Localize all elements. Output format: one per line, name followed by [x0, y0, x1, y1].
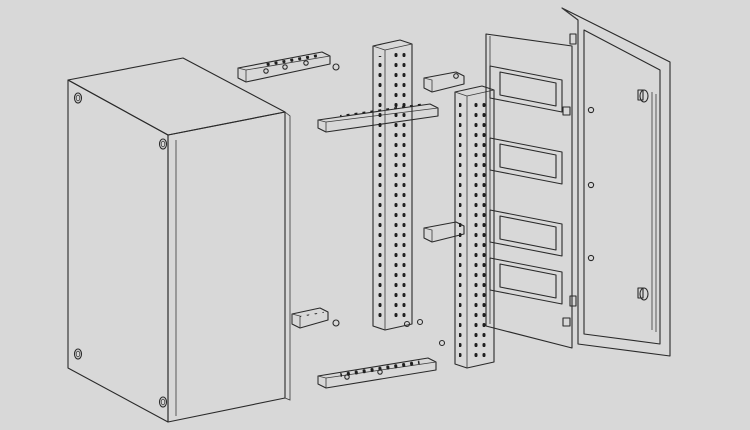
mounting-bracket-top: [237, 51, 331, 83]
fastener-screw: [587, 106, 595, 262]
hinge-icon: [569, 33, 577, 307]
fastener-screw: [332, 318, 424, 328]
mounting-bracket-bottom: [317, 357, 437, 389]
din-rail: [489, 209, 563, 257]
enclosure-mounting-holes: [73, 92, 168, 408]
fastener-screw: [438, 339, 446, 347]
door-latch: [637, 89, 649, 103]
din-rail: [489, 257, 563, 305]
enclosure-body: [67, 57, 291, 423]
fastener-screw: [453, 73, 459, 79]
mounting-plate-frame: [485, 33, 573, 349]
vertical-rail-left: [372, 39, 413, 331]
din-rail: [489, 65, 563, 113]
door-panel: [561, 7, 671, 357]
fastener-screw: [332, 63, 340, 71]
din-rail: [489, 137, 563, 185]
mounting-bracket-lower-left: [291, 307, 329, 329]
door-latch: [637, 287, 649, 301]
vertical-rail-right: [423, 71, 495, 369]
